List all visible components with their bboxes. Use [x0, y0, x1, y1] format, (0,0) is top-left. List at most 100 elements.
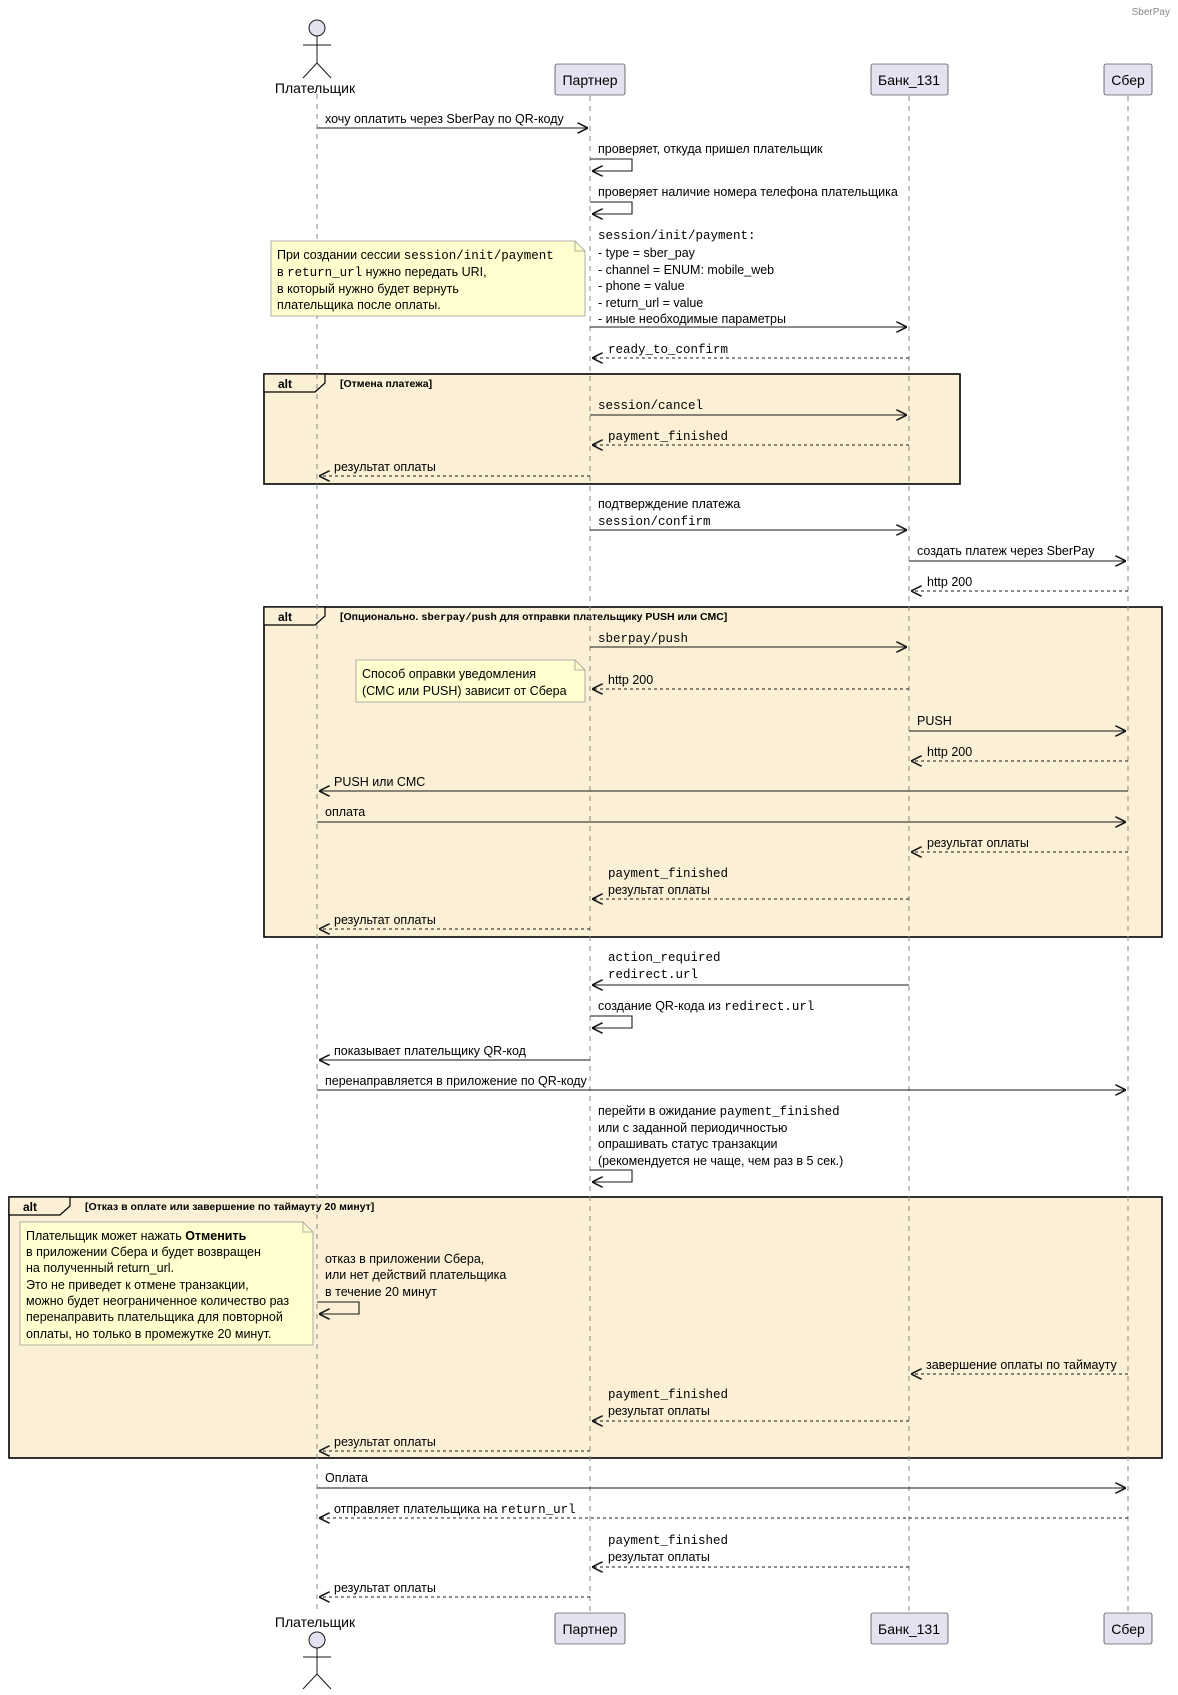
message-show-qr: показывает плательщику QR-код — [319, 1044, 590, 1060]
svg-text:Это не приведет к отмене транз: Это не приведет к отмене транзакции, — [26, 1278, 249, 1292]
svg-text:При создании сессии session/in: При создании сессии session/init/payment — [277, 248, 554, 263]
svg-text:PUSH: PUSH — [917, 714, 952, 728]
participant-sber-label: Сбер — [1111, 1621, 1145, 1637]
participant-sber-top: Сбер — [1103, 63, 1153, 96]
svg-text:подтверждение платежа: подтверждение платежа — [598, 497, 740, 511]
alt-condition-timeout: [Отказ в оплате или завершение по таймау… — [85, 1201, 374, 1213]
participant-partner-label: Партнер — [562, 1621, 617, 1637]
svg-text:результат оплаты: результат оплаты — [608, 883, 710, 897]
note-return-url: При создании сессии session/init/payment… — [270, 240, 586, 317]
participant-bank-label: Банк_131 — [878, 1621, 940, 1637]
svg-text:- channel = ENUM: mobile_web: - channel = ENUM: mobile_web — [598, 263, 774, 277]
message-session-cancel: session/cancel — [590, 399, 907, 415]
svg-text:завершение оплаты по таймауту: завершение оплаты по таймауту — [926, 1358, 1117, 1372]
svg-text:session/init/payment:: session/init/payment: — [598, 229, 756, 243]
svg-text:результат оплаты: результат оплаты — [334, 1581, 436, 1595]
message-result-final: результат оплаты — [319, 1581, 590, 1597]
note-notification-method: Способ оправки уведомления (СМС или PUSH… — [355, 659, 586, 703]
svg-text:результат оплаты: результат оплаты — [608, 1404, 710, 1418]
svg-text:перейти в ожидание payment_fin: перейти в ожидание payment_finished — [598, 1104, 840, 1119]
participant-sber-label: Сбер — [1111, 72, 1145, 88]
participant-partner-top: Партнер — [554, 63, 626, 96]
svg-text:в течение 20 минут: в течение 20 минут — [325, 1285, 437, 1299]
participant-bank-label: Банк_131 — [878, 72, 940, 88]
svg-text:перенаправляется в приложение: перенаправляется в приложение по QR-коду — [325, 1074, 588, 1088]
svg-text:результат оплаты: результат оплаты — [608, 1550, 710, 1564]
svg-text:на полученный return_url.: на полученный return_url. — [26, 1261, 174, 1275]
alt-keyword: alt — [278, 610, 292, 624]
svg-text:redirect.url: redirect.url — [608, 968, 698, 982]
svg-text:session/confirm: session/confirm — [598, 515, 711, 529]
diagram-caption: SberPay — [1132, 7, 1170, 18]
svg-text:показывает плательщику QR-код: показывает плательщику QR-код — [334, 1044, 527, 1058]
svg-text:можно будет неограниченное кол: можно будет неограниченное количество ра… — [26, 1294, 289, 1308]
svg-text:PUSH или СМС: PUSH или СМС — [334, 775, 425, 789]
svg-text:session/cancel: session/cancel — [598, 399, 703, 413]
svg-text:Способ оправки уведомления: Способ оправки уведомления — [362, 667, 536, 681]
message-result-timeout: результат оплаты — [319, 1435, 590, 1451]
svg-text:в который нужно будет вернуть: в который нужно будет вернуть — [277, 282, 459, 296]
message-payment: оплата — [317, 805, 1126, 822]
message-push-or-sms: PUSH или СМС — [319, 775, 1128, 791]
svg-text:проверяет, откуда пришел плате: проверяет, откуда пришел плательщик — [598, 142, 823, 156]
alt-keyword: alt — [23, 1200, 37, 1214]
svg-text:результат оплаты: результат оплаты — [927, 836, 1029, 850]
message-http200-create: http 200 — [911, 575, 1128, 591]
svg-text:action_required: action_required — [608, 951, 721, 965]
svg-text:в return_url нужно передать UR: в return_url нужно передать URI, — [277, 265, 487, 280]
participant-bank-top: Банк_131 — [870, 63, 949, 96]
alt-condition-cancel: [Отмена платежа] — [340, 378, 432, 390]
message-ready-to-confirm: ready_to_confirm — [592, 343, 909, 358]
alt-block-cancel: alt [Отмена платежа] — [263, 373, 961, 485]
message-want-pay: хочу оплатить через SberPay по QR-коду — [317, 112, 588, 128]
message-http200-push: http 200 — [592, 673, 909, 689]
svg-text:sberpay/push: sberpay/push — [598, 632, 688, 646]
alt-block-push: alt [Опционально. sberpay/push для отпра… — [263, 606, 1163, 938]
svg-text:http 200: http 200 — [927, 575, 972, 589]
message-check-phone: проверяет наличие номера телефона плател… — [590, 185, 898, 214]
svg-text:- type = sber_pay: - type = sber_pay — [598, 246, 696, 260]
svg-text:опрашивать статус транзакции: опрашивать статус транзакции — [598, 1137, 778, 1151]
svg-text:(рекомендуется не чаще, чем ра: (рекомендуется не чаще, чем раз в 5 сек.… — [598, 1154, 843, 1168]
message-session-confirm: подтверждение платежа session/confirm — [590, 497, 907, 530]
actor-payer-bottom: Плательщик — [275, 1614, 356, 1690]
message-action-required: action_required redirect.url — [592, 951, 909, 985]
message-result-cancel: результат оплаты — [319, 460, 590, 476]
svg-text:оплаты, но только в промежутке: оплаты, но только в промежутке 20 минут. — [26, 1327, 271, 1341]
participant-partner-label: Партнер — [562, 72, 617, 88]
message-payment-finished-cancel: payment_finished — [592, 430, 909, 445]
message-final-payment: Оплата — [317, 1471, 1126, 1488]
message-timeout: завершение оплаты по таймауту — [911, 1358, 1128, 1374]
alt-keyword: alt — [278, 377, 292, 391]
participant-partner-bottom: Партнер — [554, 1612, 626, 1645]
participant-sber-bottom: Сбер — [1103, 1612, 1153, 1645]
svg-text:payment_finished: payment_finished — [608, 1388, 728, 1402]
svg-text:- иные необходимые параметры: - иные необходимые параметры — [598, 312, 786, 326]
message-push: PUSH — [909, 714, 1126, 731]
svg-text:payment_finished: payment_finished — [608, 867, 728, 881]
message-sberpay-push: sberpay/push — [590, 632, 907, 647]
participant-payer-label: Плательщик — [275, 1614, 356, 1630]
message-http200-sber: http 200 — [911, 745, 1128, 761]
message-refuse-in-app: отказ в приложении Сбера, или нет действ… — [317, 1252, 506, 1314]
message-payment-finished-timeout: payment_finished результат оплаты — [592, 1388, 909, 1421]
svg-text:плательщика после оплаты.: плательщика после оплаты. — [277, 298, 441, 312]
message-result-sber: результат оплаты — [911, 836, 1128, 852]
message-payment-finished-push: payment_finished результат оплаты — [592, 867, 909, 899]
alt-condition-push: [Опционально. sberpay/push для отправки … — [340, 611, 727, 624]
svg-text:- phone = value: - phone = value — [598, 279, 685, 293]
svg-text:результат оплаты: результат оплаты — [334, 1435, 436, 1449]
message-payment-finished-final: payment_finished результат оплаты — [592, 1534, 909, 1567]
svg-text:оплата: оплата — [325, 805, 365, 819]
svg-text:- return_url = value: - return_url = value — [598, 296, 703, 310]
svg-text:http 200: http 200 — [608, 673, 653, 687]
svg-text:результат оплаты: результат оплаты — [334, 460, 436, 474]
svg-text:отправляет плательщика на retu: отправляет плательщика на return_url — [334, 1502, 576, 1517]
participant-bank-bottom: Банк_131 — [870, 1612, 949, 1645]
svg-text:проверяет наличие номера телеф: проверяет наличие номера телефона плател… — [598, 185, 898, 199]
svg-text:или нет действий плательщика: или нет действий плательщика — [325, 1268, 506, 1282]
message-create-payment: создать платеж через SberPay — [909, 544, 1126, 561]
message-session-init: session/init/payment: - type = sber_pay … — [590, 229, 907, 327]
actor-payer-top: Плательщик — [275, 19, 356, 96]
svg-text:отказ в приложении Сбера,: отказ в приложении Сбера, — [325, 1252, 484, 1266]
